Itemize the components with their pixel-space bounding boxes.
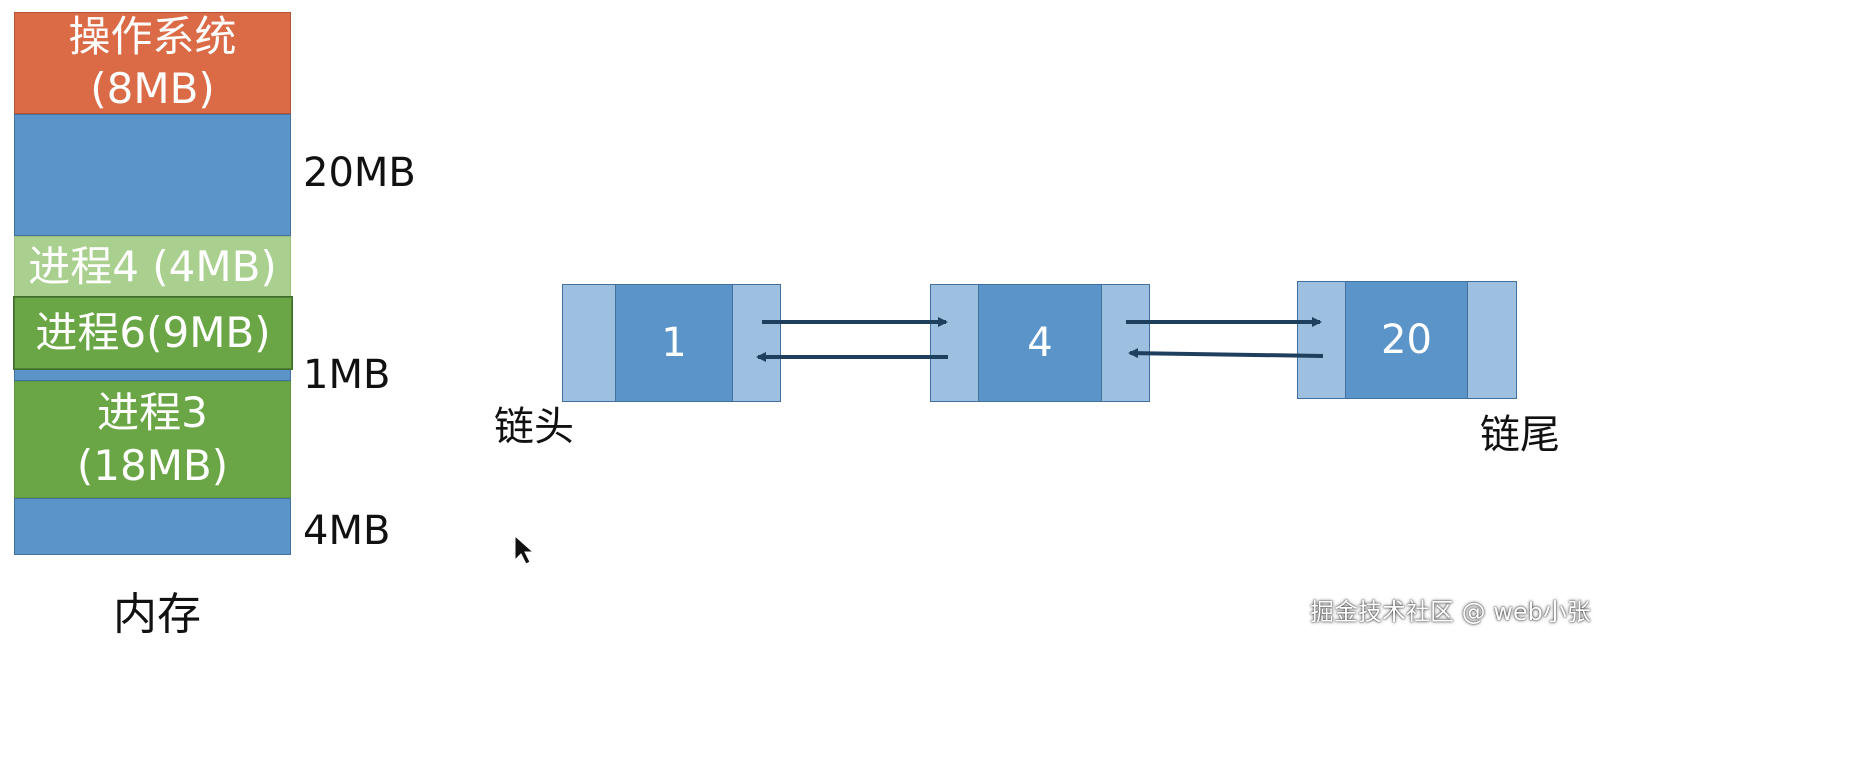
- process3-label: 进程3 (18MB): [76, 388, 229, 490]
- process4-label: 进程4 (4MB): [28, 242, 277, 292]
- mouse-cursor-icon: [514, 534, 535, 565]
- watermark: 掘金技术社区 @ web小张: [1310, 598, 1591, 626]
- list-node-20: 20: [1297, 281, 1517, 399]
- next-pointer-cell: [732, 284, 781, 402]
- size-label-4mb: 4MB: [303, 508, 391, 554]
- node-value: 1: [616, 284, 732, 402]
- list-head-label: 链头: [494, 404, 574, 450]
- size-label-1mb: 1MB: [303, 352, 391, 398]
- process4-block: 进程4 (4MB): [14, 236, 291, 299]
- free-block-20mb: [14, 114, 291, 236]
- process6-block: 进程6(9MB): [14, 297, 292, 369]
- next-pointer-cell: [1467, 281, 1517, 399]
- list-node-4: 4: [930, 284, 1150, 402]
- prev-pointer-cell: [562, 284, 616, 402]
- os-block-label: 操作系统: [68, 11, 237, 61]
- node-value: 20: [1346, 281, 1467, 399]
- memory-caption: 内存: [113, 589, 201, 640]
- prev-arrow-20-to-4: [1128, 348, 1324, 359]
- prev-pointer-cell: [930, 284, 979, 402]
- free-block-4mb: [14, 498, 291, 555]
- os-block: 操作系统 (8MB): [14, 12, 291, 114]
- node-value: 4: [979, 284, 1101, 402]
- process6-label: 进程6(9MB): [35, 307, 271, 357]
- next-pointer-cell: [1101, 284, 1150, 402]
- list-tail-label: 链尾: [1480, 412, 1560, 458]
- os-block-size: (8MB): [90, 64, 215, 113]
- list-node-1: 1: [562, 284, 781, 402]
- prev-pointer-cell: [1297, 281, 1346, 399]
- process3-block: 进程3 (18MB): [14, 381, 291, 498]
- size-label-20mb: 20MB: [303, 150, 416, 196]
